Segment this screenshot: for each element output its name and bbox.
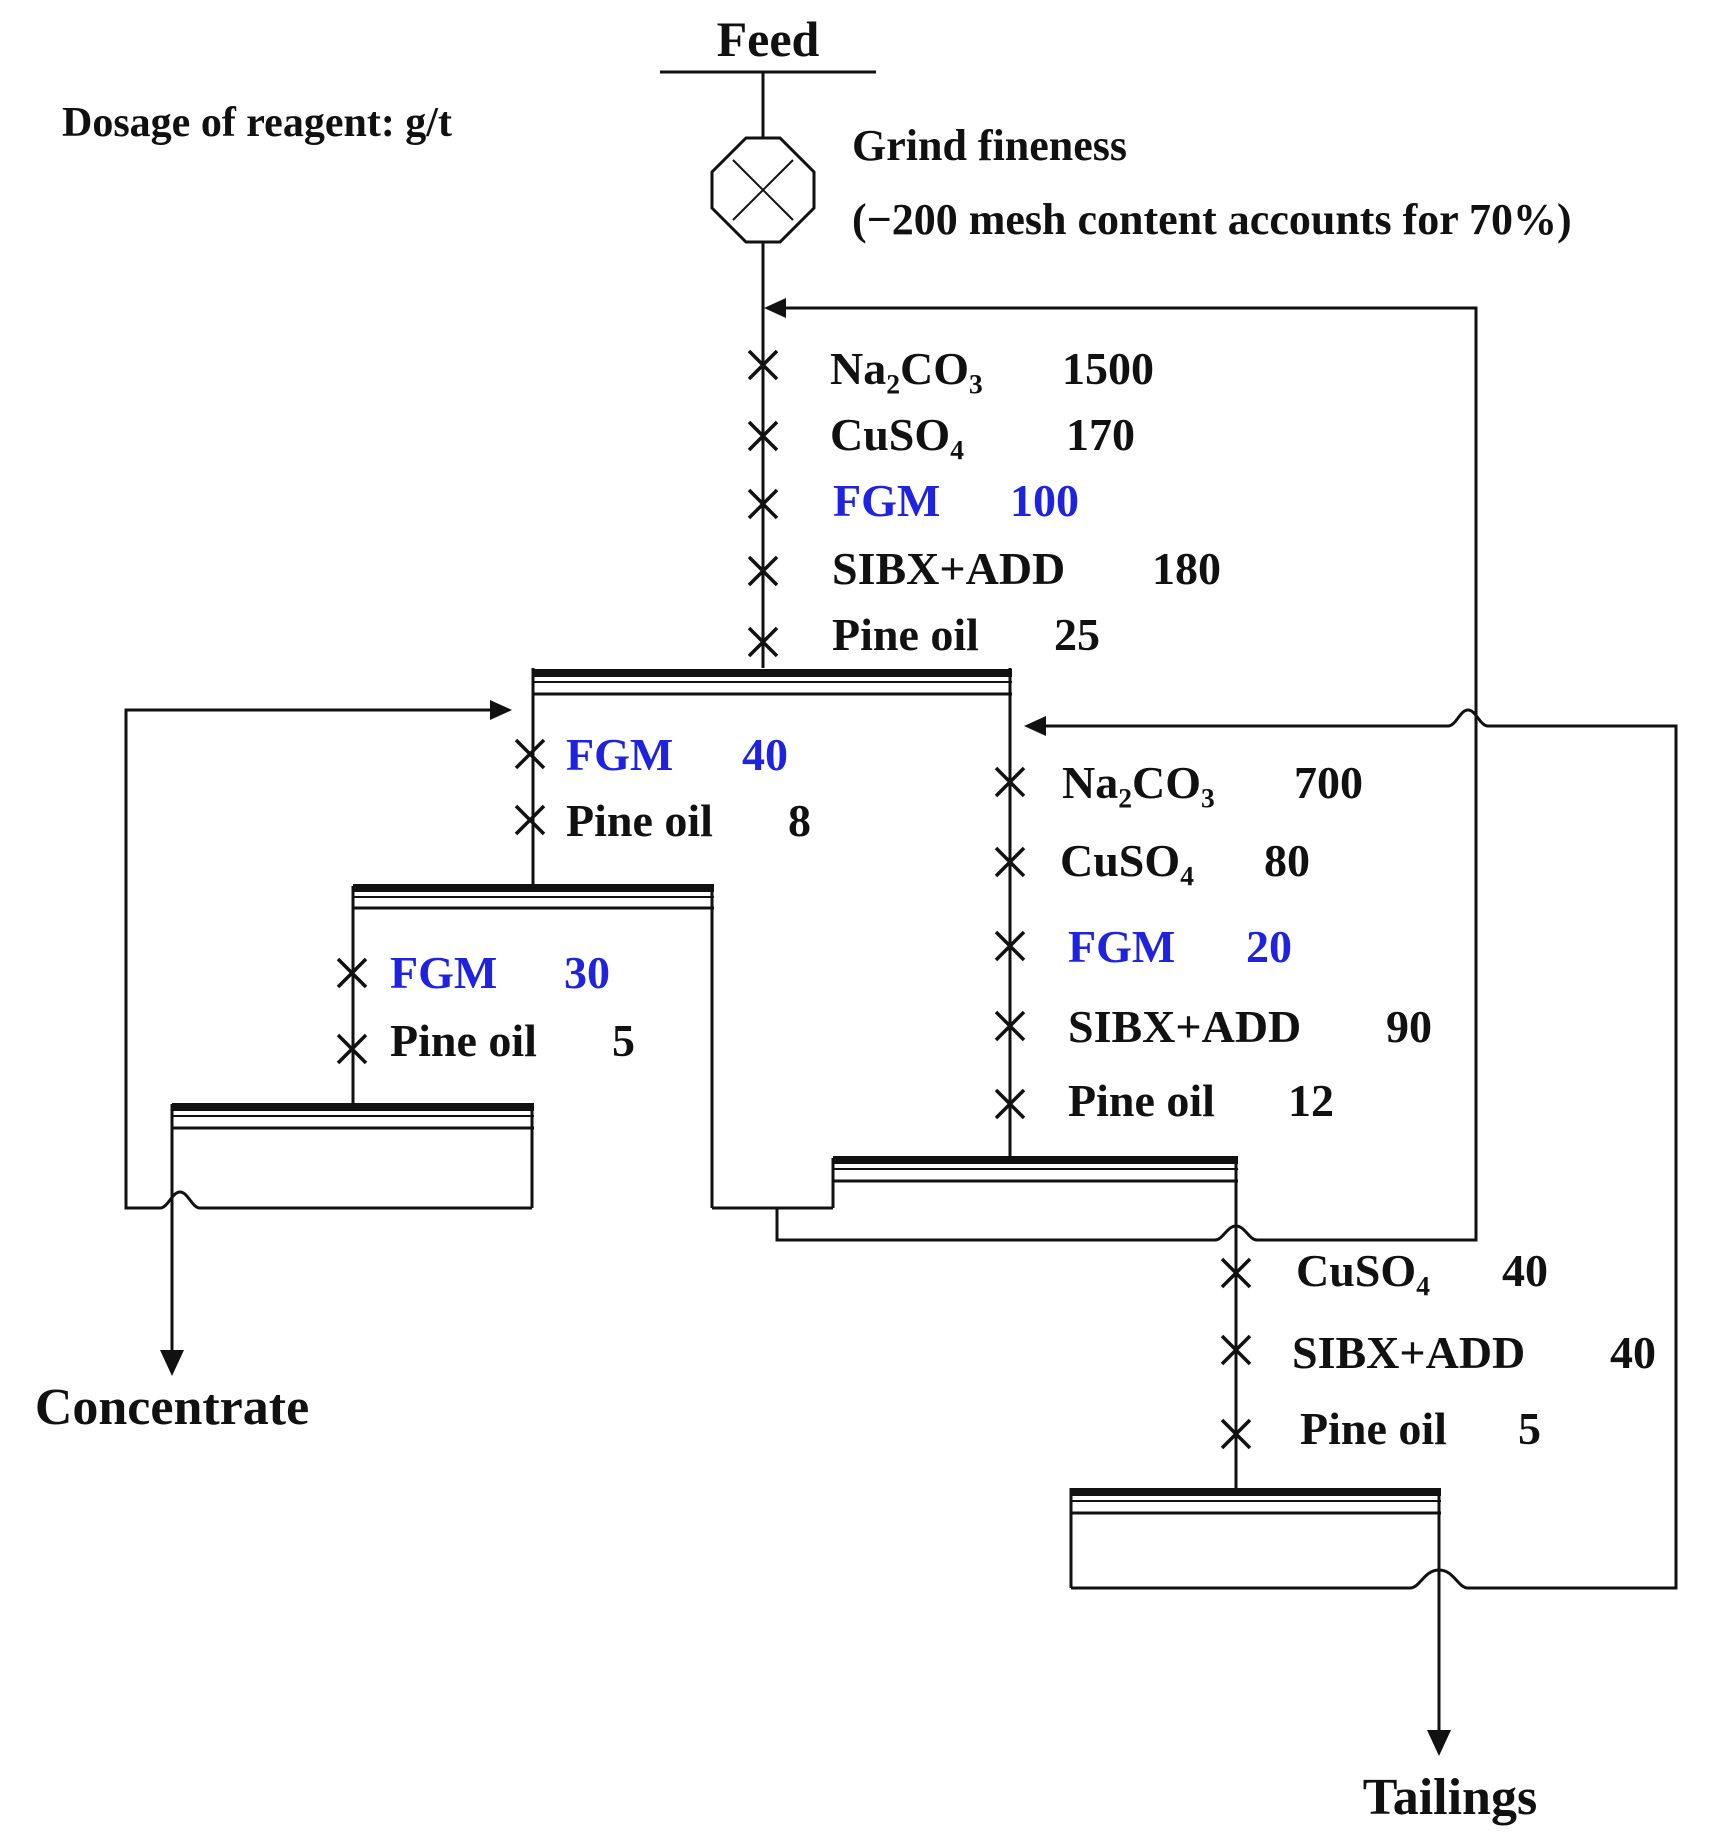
grind-label: Grind fineness: [852, 121, 1127, 170]
scavenger2-reagent-2-name: SIBX+ADD: [1292, 1327, 1525, 1378]
scavenger1-reagent-5-value: 12: [1288, 1075, 1334, 1126]
scavenger2-reagent-3-value: 5: [1518, 1403, 1541, 1454]
rougher-reagent-5-name: Pine oil: [832, 609, 979, 660]
x-mark-icon: [747, 626, 779, 658]
rougher-reagent-1-value: 1500: [1062, 343, 1154, 394]
rougher-reagent-2-name: CuSO₄: [830, 409, 964, 460]
scavenger1-reagent-2-value: 80: [1264, 835, 1310, 886]
middlings-recycle-line: [775, 306, 1478, 1242]
cleaner1-reagent-1-value: 40: [742, 729, 788, 780]
x-mark-icon: [994, 846, 1026, 878]
dosage-note: Dosage of reagent: g/t: [62, 100, 452, 146]
scavenger2-reagent-1-name: CuSO₄: [1296, 1245, 1430, 1296]
cleaner1-cell: [351, 884, 714, 1208]
arrow-head: [1427, 1730, 1451, 1756]
cleaner2-cell: [170, 1103, 534, 1208]
scavenger1-reagent-3-value: 20: [1246, 921, 1292, 972]
x-mark-icon: [747, 420, 779, 452]
cleaner2-reagent-2-name: Pine oil: [390, 1015, 537, 1066]
rougher-reagent-3-name: FGM: [833, 475, 940, 526]
x-mark-icon: [336, 1033, 368, 1065]
scavenger1-reagent-3-name: FGM: [1068, 921, 1175, 972]
scavenger2-recycle-line: [1036, 708, 1678, 1590]
x-mark-icon: [747, 488, 779, 520]
arrow-head: [160, 1350, 184, 1376]
x-mark-icon: [1220, 1334, 1252, 1366]
x-mark-icon: [994, 766, 1026, 798]
scavenger1-cell: [831, 1156, 1238, 1488]
crossed-octagon-icon: [710, 136, 816, 244]
x-mark-icon: [514, 738, 546, 770]
arrow-head: [490, 700, 512, 720]
rougher-cell: [531, 668, 1012, 1158]
rougher-reagent-5-value: 25: [1054, 609, 1100, 660]
x-mark-icon: [336, 957, 368, 989]
rougher-reagent-1-name: Na₂CO₃: [830, 343, 983, 394]
x-mark-icon: [747, 349, 779, 381]
concentrate-label: Concentrate: [35, 1379, 309, 1436]
scavenger1-reagent-4-value: 90: [1386, 1001, 1432, 1052]
x-mark-icon: [994, 1088, 1026, 1120]
grind-detail: (−200 mesh content accounts for 70%): [852, 195, 1572, 244]
feed-label: Feed: [717, 11, 820, 67]
rougher-reagent-4-value: 180: [1152, 543, 1221, 594]
cleaner2-reagent-1-value: 30: [564, 947, 610, 998]
rougher-reagent-4-name: SIBX+ADD: [832, 543, 1065, 594]
scavenger2-reagent-3-name: Pine oil: [1300, 1403, 1447, 1454]
rougher-reagent-2-value: 170: [1066, 409, 1135, 460]
scavenger2-reagent-2-value: 40: [1610, 1327, 1656, 1378]
x-mark-icon: [747, 555, 779, 587]
scavenger1-reagent-1-value: 700: [1294, 757, 1363, 808]
x-mark-icon: [1220, 1257, 1252, 1289]
cleaner1-reagent-2-name: Pine oil: [566, 795, 713, 846]
scavenger1-reagent-5-name: Pine oil: [1068, 1075, 1215, 1126]
scavenger1-reagent-4-name: SIBX+ADD: [1068, 1001, 1301, 1052]
arrow-head: [764, 298, 786, 318]
cleaner1-reagent-1-name: FGM: [566, 729, 673, 780]
arrow-head: [1024, 716, 1046, 736]
cleaner2-reagent-2-value: 5: [612, 1015, 635, 1066]
scavenger2-reagent-1-value: 40: [1502, 1245, 1548, 1296]
x-mark-icon: [994, 930, 1026, 962]
x-mark-icon: [514, 804, 546, 836]
cleaner2-recycle-line: [124, 708, 532, 1210]
cleaner2-reagent-1-name: FGM: [390, 947, 497, 998]
rougher-reagent-3-value: 100: [1010, 475, 1079, 526]
x-mark-icon: [1220, 1418, 1252, 1450]
scavenger1-reagent-2-name: CuSO₄: [1060, 835, 1194, 886]
scavenger1-reagent-1-name: Na₂CO₃: [1062, 757, 1215, 808]
tailings-label: Tailings: [1363, 1769, 1537, 1826]
x-mark-icon: [994, 1010, 1026, 1042]
cleaner1-reagent-2-value: 8: [788, 795, 811, 846]
scavenger2-cell: [1069, 1488, 1441, 1590]
